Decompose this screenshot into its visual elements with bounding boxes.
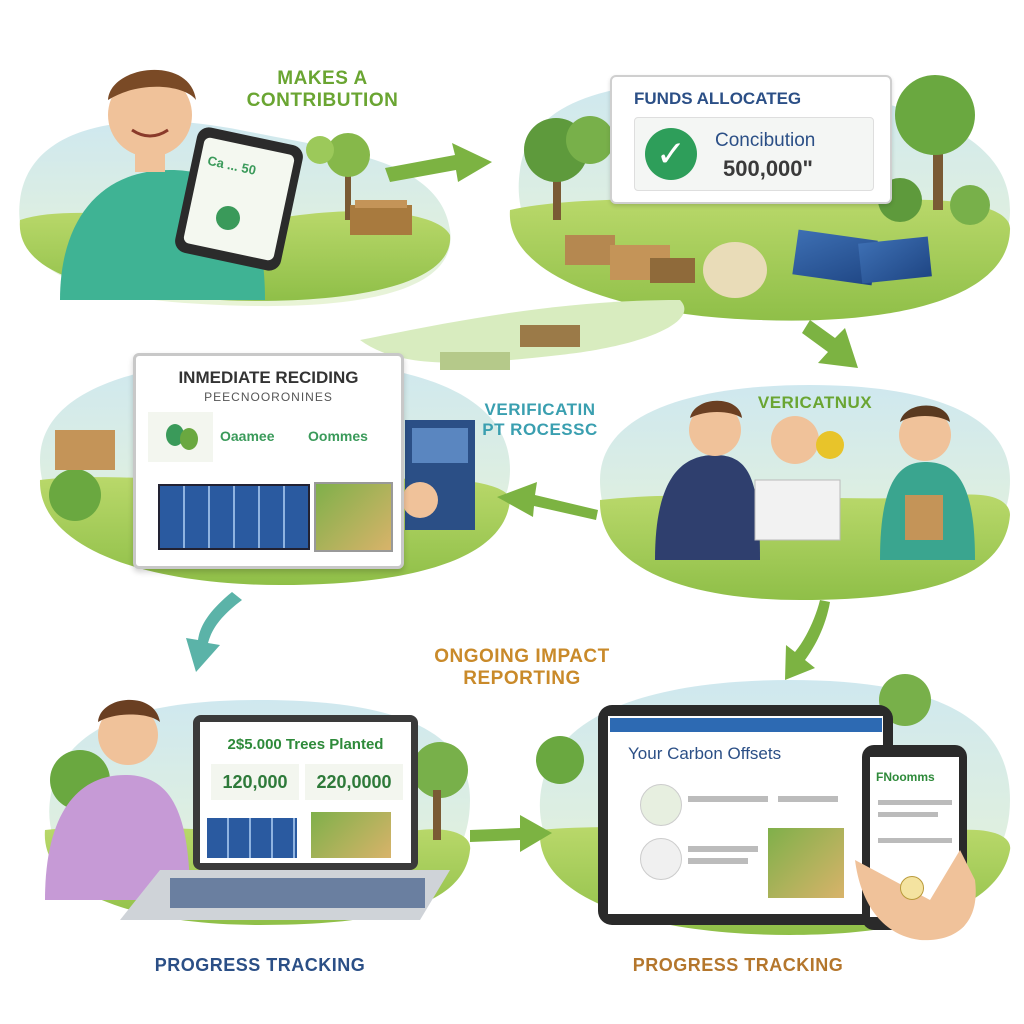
recording-panel-subtitle: PEECNOORONINES — [204, 390, 333, 404]
recording-panel: INMEDIATE RECIDING PEECNOORONINES Oaamee… — [133, 353, 404, 569]
laptop-screen: 2$5.000 Trees Planted 120,000 220,0000 — [203, 726, 408, 860]
verifier-person — [880, 405, 975, 560]
tablet-screen: Your Carbon Offsets — [610, 718, 882, 912]
arrow-icon — [470, 815, 552, 852]
project-photo — [311, 812, 391, 858]
recording-stat-2: Oommes — [308, 428, 368, 444]
arrow-icon — [497, 482, 598, 520]
verification-scene — [599, 385, 1010, 600]
solar-panel-icon — [207, 818, 297, 858]
recording-panel-title: INMEDIATE RECIDING — [178, 368, 359, 387]
arrow-icon — [186, 592, 242, 672]
recording-stat-1: Oaamee — [220, 428, 275, 444]
funds-card-inner: ✓ Concibution 500,000" — [634, 117, 874, 191]
verifier-person — [655, 400, 760, 560]
funds-card-title: FUNDS ALLOCATEG — [634, 89, 802, 108]
tablet-top-bar — [610, 718, 882, 732]
tablet-row — [688, 858, 748, 864]
phone-row — [878, 800, 952, 805]
project-photo — [768, 828, 844, 898]
verifier-person — [754, 416, 841, 541]
person-laptop-user — [45, 699, 190, 900]
laptop-caption: PROGRESS TRACKING — [154, 955, 366, 975]
arrow-icon — [802, 320, 858, 368]
verification-process-label: VERIFICATIN PT ROCESSC — [482, 400, 598, 439]
tablet-row — [688, 796, 768, 802]
phone-screen: FNoomms — [872, 766, 958, 914]
arrow-icon — [785, 600, 830, 680]
phone-header: FNoomms — [876, 770, 935, 784]
phone-row — [878, 812, 938, 817]
laptop-value-2: 220,0000 — [305, 764, 403, 800]
solar-panel-icon — [158, 484, 310, 550]
arrow-icon — [385, 143, 492, 182]
funds-card-line2: 500,000" — [723, 156, 813, 181]
funds-card-line1: Concibution — [715, 130, 816, 151]
funds-allocated-card: FUNDS ALLOCATEG ✓ Concibution 500,000" — [610, 75, 892, 204]
phone-row — [878, 838, 952, 843]
project-photo — [314, 482, 393, 552]
tablet-header: Your Carbon Offsets — [628, 744, 782, 763]
laptop-value-1: 120,000 — [211, 764, 299, 800]
solar-panel-icon — [792, 229, 932, 286]
tablet-row — [778, 796, 838, 802]
tablet-caption: PROGRESS TRACKING — [632, 955, 844, 975]
coin-icon — [900, 876, 924, 900]
phone-icon — [175, 127, 303, 271]
contribution-label: MAKES A CONTRIBUTION — [246, 68, 399, 111]
contribution-scene — [19, 69, 451, 307]
leaf-icon — [640, 784, 682, 826]
check-icon: ✓ — [645, 128, 697, 180]
globe-icon — [640, 838, 682, 880]
tablet-row — [688, 846, 758, 852]
ongoing-impact-label: ONGOING IMPACT REPORTING — [434, 646, 610, 689]
laptop-header: 2$5.000 Trees Planted — [227, 736, 384, 753]
verification-scene-label: VERICATNUX — [757, 393, 873, 412]
tree-icon — [148, 412, 213, 462]
